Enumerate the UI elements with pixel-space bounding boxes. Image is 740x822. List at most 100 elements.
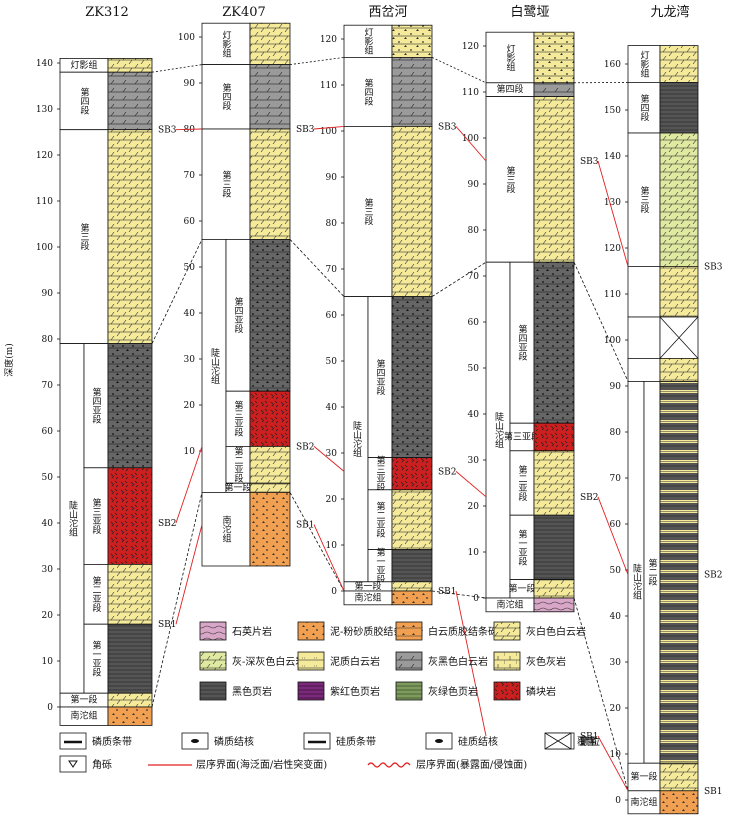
- depth-tick-label: 90: [184, 79, 196, 89]
- cover-cross: [659, 316, 699, 359]
- depth-tick-label: 80: [468, 226, 480, 236]
- depth-tick-label: 100: [462, 134, 479, 144]
- depth-tick-label: 140: [36, 59, 53, 69]
- depth-tick-label: 20: [326, 495, 338, 505]
- legend-swatch-muddolo: [297, 651, 325, 671]
- litho-lsdolo: [391, 24, 433, 58]
- depth-tick-label: 70: [326, 265, 338, 275]
- depth-tick-label: 10: [610, 750, 622, 760]
- depth-tick-label: 20: [184, 401, 196, 411]
- symbol-label: 角砾: [92, 758, 112, 771]
- depth-tick-label: 100: [320, 127, 337, 137]
- litho-dolomite: [107, 564, 153, 625]
- legend-swatch-limestone: [493, 651, 521, 671]
- sequence-boundary-label: SB3: [158, 126, 177, 136]
- unit-label: 第四段: [363, 77, 374, 106]
- sequence-boundary-line: [455, 126, 487, 162]
- sequence-boundary-label: SB2: [438, 467, 457, 477]
- unit-label: 第一亚段: [517, 528, 528, 566]
- depth-tick-label: 10: [42, 657, 54, 667]
- litho-interbed: [659, 380, 699, 764]
- unit-label: 第一段: [70, 694, 97, 706]
- formation-label: 陡山沱组: [351, 420, 362, 457]
- sequence-boundary-line: [175, 446, 203, 524]
- depth-tick-label: 30: [42, 565, 54, 575]
- unit-label: 南沱组: [70, 710, 97, 722]
- unit-label: 灯影组: [639, 50, 650, 77]
- depth-tick-label: 120: [604, 244, 621, 254]
- litho-dolomite: [659, 762, 699, 792]
- depth-tick-label: 60: [184, 217, 196, 227]
- depth-tick-label: 150: [604, 106, 621, 116]
- litho-dolomite: [391, 489, 433, 550]
- sequence-boundary-line: [597, 496, 629, 575]
- depth-tick-label: 50: [326, 357, 338, 367]
- litho-dolomite: [107, 129, 153, 344]
- depth-tick-label: 90: [468, 180, 480, 190]
- unit-label: 第一亚段: [375, 547, 386, 585]
- legend-swatch-dolomite: [493, 621, 521, 641]
- column-zk407: ZK407100908070605040302010灯影组第四段第三段陡山沱组第…: [178, 5, 315, 567]
- legend-swatch-quartz: [199, 621, 227, 641]
- unit-label-cell: [225, 390, 251, 447]
- litho-phos: [107, 467, 153, 565]
- unit-label: 第一段: [630, 771, 657, 783]
- formation-correlation-line: [289, 492, 345, 592]
- sequence-boundary-line: [597, 160, 629, 267]
- formation-label: 陡山沱组: [209, 347, 220, 384]
- depth-tick-label: 50: [610, 566, 622, 576]
- unit-label-cell: [485, 31, 535, 84]
- litho-dolomite: [391, 126, 433, 297]
- sequence-boundary-label: SB1: [438, 587, 457, 597]
- unit-label: 第三亚段: [91, 497, 102, 535]
- sequence-boundary-label: SB1: [704, 787, 723, 797]
- sequence-boundary-line: [455, 590, 487, 737]
- unit-label: 第一段: [354, 580, 381, 592]
- litho-dolomite: [659, 265, 699, 318]
- litho-dolomite: [107, 692, 153, 708]
- unit-label: 第三段: [505, 165, 516, 194]
- unit-label: 第二段: [647, 558, 658, 587]
- depth-tick-label: 120: [462, 42, 479, 52]
- symbol-legend: 磷质条带磷质结核硅质条带硅质结核鲕粒覆盖角砾层序界面(海泛面/岩性突变面)层序界…: [59, 732, 600, 773]
- depth-tick-label: 40: [42, 519, 54, 529]
- unit-label: 南沱组: [496, 598, 523, 610]
- depth-tick-label: 100: [604, 336, 621, 346]
- symbol-label: 层序界面(暴露面/侵蚀面): [416, 758, 527, 771]
- unit-label: 第二亚段: [375, 501, 386, 539]
- depth-tick-label: 40: [326, 403, 338, 413]
- legend-swatch-greenshale: [395, 681, 423, 701]
- unit-label: 第四段: [639, 93, 650, 122]
- depth-tick-label: 100: [36, 243, 53, 253]
- legend-label: 灰白色白云岩: [526, 625, 586, 638]
- litho-phos: [533, 422, 575, 452]
- legend-label: 石英片岩: [232, 625, 272, 638]
- unit-label: 第一段: [508, 582, 535, 594]
- depth-tick-label: 80: [326, 219, 338, 229]
- litho-greydolo: [391, 57, 433, 127]
- depth-tick-label: 140: [604, 152, 621, 162]
- unit-label-cell: [83, 623, 109, 694]
- symbol-label: 层序界面(海泛面/岩性突变面): [196, 758, 327, 771]
- formation-correlation-line: [151, 239, 203, 344]
- depth-tick-label: 130: [604, 198, 621, 208]
- formation-correlation-line: [573, 597, 629, 791]
- unit-label: 灯影组: [70, 59, 97, 71]
- unit-label-cell: [509, 261, 535, 424]
- litho-phos: [391, 457, 433, 491]
- unit-label-cell: [343, 24, 393, 58]
- litho-dolomite: [249, 128, 291, 240]
- formation-correlation-line: [431, 261, 487, 297]
- unit-label: 第三亚段: [375, 455, 386, 493]
- litho-tillite: [391, 590, 433, 606]
- litho-greendolo: [659, 132, 699, 267]
- unit-label: 第三段: [79, 222, 90, 251]
- sequence-boundary-line: [175, 128, 203, 131]
- unit-label: 第一亚段: [91, 640, 102, 678]
- unit-label-cell: [83, 467, 109, 565]
- legend-label: 紫红色页岩: [330, 685, 380, 698]
- unit-label: 第四亚段: [517, 324, 528, 362]
- depth-tick-label: 70: [42, 381, 54, 391]
- legend-label: 白云质胶结条砾岩: [428, 625, 508, 638]
- depth-tick-label: 50: [184, 263, 196, 273]
